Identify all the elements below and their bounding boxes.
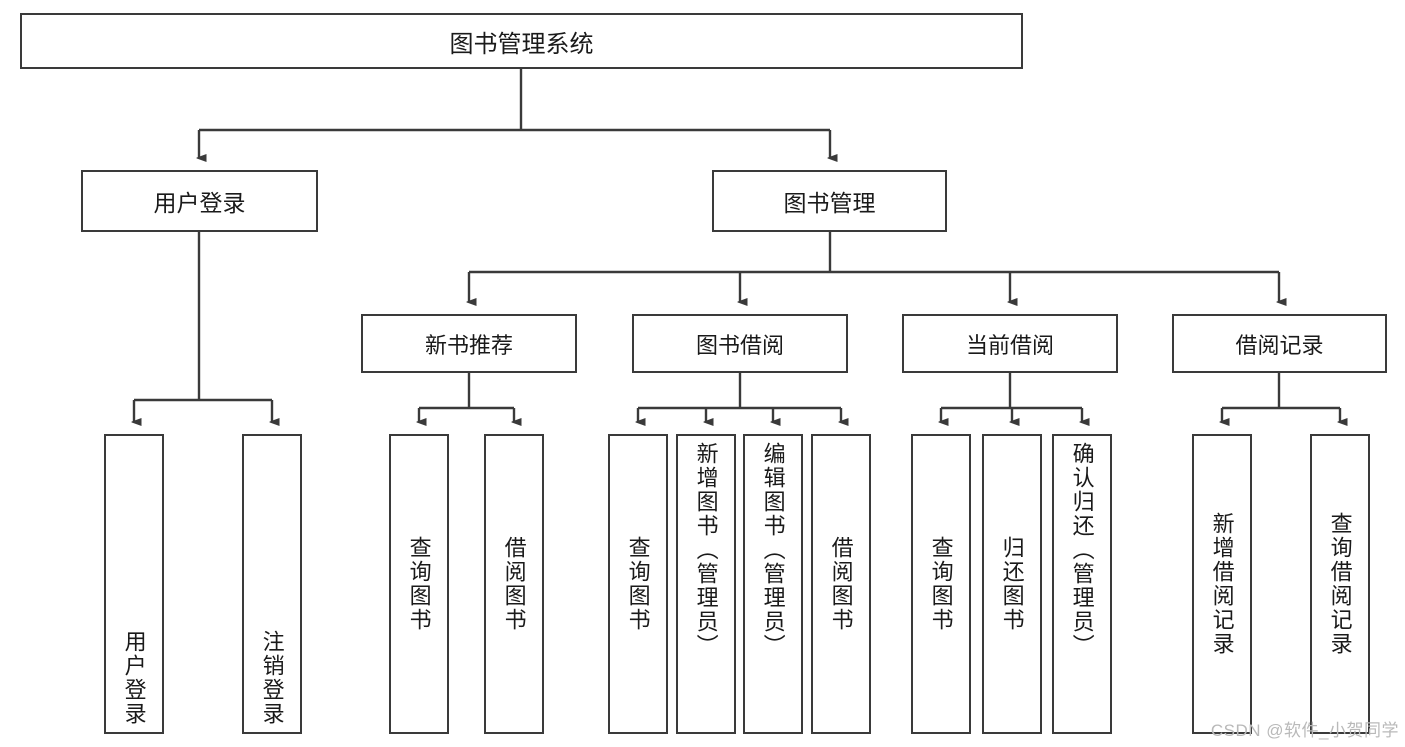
node-leaf-borrow-book-1[interactable]: 借阅图书 xyxy=(484,434,544,734)
node-current-borrow[interactable]: 当前借阅 xyxy=(902,314,1118,373)
node-leaf-borrow-book-2-label: 借阅图书 xyxy=(828,536,854,632)
node-book-manage[interactable]: 图书管理 xyxy=(712,170,947,232)
node-leaf-borrow-book-1-label: 借阅图书 xyxy=(501,536,527,632)
node-leaf-edit-book[interactable]: 编辑图书（管理员） xyxy=(743,434,803,734)
node-leaf-query-record[interactable]: 查询借阅记录 xyxy=(1310,434,1370,734)
node-leaf-add-record-label: 新增借阅记录 xyxy=(1209,512,1235,656)
node-new-book-rec-label: 新书推荐 xyxy=(424,332,513,358)
node-user-login[interactable]: 用户登录 xyxy=(81,170,318,232)
node-new-book-rec[interactable]: 新书推荐 xyxy=(361,314,577,373)
node-leaf-add-book-label: 新增图书（管理员） xyxy=(693,442,719,658)
node-book-manage-label: 图书管理 xyxy=(783,190,876,216)
node-leaf-user-login-label: 用户登录 xyxy=(121,630,147,726)
node-leaf-add-record[interactable]: 新增借阅记录 xyxy=(1192,434,1252,734)
node-root[interactable]: 图书管理系统 xyxy=(20,13,1023,69)
node-leaf-edit-book-label: 编辑图书（管理员） xyxy=(760,442,786,658)
node-leaf-borrow-book-2[interactable]: 借阅图书 xyxy=(811,434,871,734)
node-leaf-logout-label: 注销登录 xyxy=(259,630,285,726)
node-borrow-record[interactable]: 借阅记录 xyxy=(1172,314,1387,373)
node-borrow-record-label: 借阅记录 xyxy=(1235,332,1324,358)
node-leaf-query-book-3-label: 查询图书 xyxy=(928,536,954,632)
node-leaf-user-login[interactable]: 用户登录 xyxy=(104,434,164,734)
node-leaf-query-book-2-label: 查询图书 xyxy=(625,536,651,632)
watermark-text: CSDN @软件_小贺同学 xyxy=(1210,721,1399,740)
node-book-borrow[interactable]: 图书借阅 xyxy=(632,314,848,373)
node-current-borrow-label: 当前借阅 xyxy=(965,332,1054,358)
node-leaf-add-book[interactable]: 新增图书（管理员） xyxy=(676,434,736,734)
node-root-label: 图书管理系统 xyxy=(449,30,594,58)
node-leaf-query-book-3[interactable]: 查询图书 xyxy=(911,434,971,734)
node-leaf-confirm-return-label: 确认归还（管理员） xyxy=(1069,442,1095,658)
node-user-login-label: 用户登录 xyxy=(153,190,246,216)
node-leaf-return-book-label: 归还图书 xyxy=(999,536,1025,632)
node-book-borrow-label: 图书借阅 xyxy=(695,332,784,358)
node-leaf-query-book-2[interactable]: 查询图书 xyxy=(608,434,668,734)
node-leaf-query-book-1[interactable]: 查询图书 xyxy=(389,434,449,734)
node-leaf-logout[interactable]: 注销登录 xyxy=(242,434,302,734)
node-leaf-query-record-label: 查询借阅记录 xyxy=(1327,512,1353,656)
node-leaf-query-book-1-label: 查询图书 xyxy=(406,536,432,632)
node-leaf-return-book[interactable]: 归还图书 xyxy=(982,434,1042,734)
node-leaf-confirm-return[interactable]: 确认归还（管理员） xyxy=(1052,434,1112,734)
